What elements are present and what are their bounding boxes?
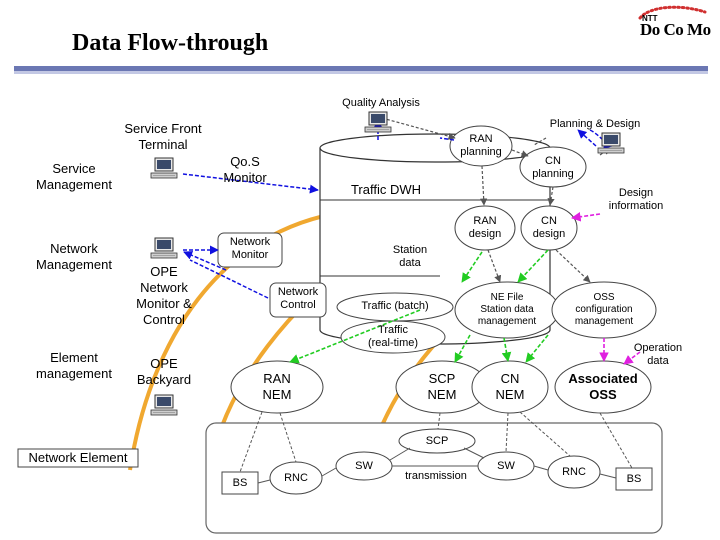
planning-design-label: Planning & Design <box>549 118 641 130</box>
bs-right-box[interactable] <box>615 467 653 491</box>
network-monitor-label: Network Monitor <box>229 236 271 261</box>
network-management-label: Network Management <box>36 241 112 272</box>
planning-computer-icon[interactable] <box>597 132 625 154</box>
ran-design-node[interactable] <box>454 205 516 251</box>
transmission-label: transmission <box>405 470 467 482</box>
traffic-realtime-label: Traffic (real-time) <box>367 324 419 349</box>
orange-flow-arc-outer <box>128 210 346 471</box>
traffic-dwh-label: Traffic DWH <box>350 182 422 197</box>
network-element-label-box <box>17 448 139 468</box>
title-underline <box>14 66 708 71</box>
ran-planning-label: RAN planning <box>460 133 502 158</box>
sw-right-label: SW <box>497 460 515 472</box>
quality-analysis-computer-icon[interactable] <box>364 111 392 133</box>
network-element-area <box>205 422 663 534</box>
ran-nem-node[interactable] <box>230 360 324 414</box>
traffic-batch-label: Traffic (batch) <box>361 300 429 312</box>
ran-design-label: RAN design <box>468 215 502 240</box>
ne-file-label: NE File Station data management <box>477 292 537 327</box>
network-monitor-computer-icon[interactable] <box>150 237 178 259</box>
service-front-terminal-label: Service Front Terminal <box>124 121 202 152</box>
element-management-label: Element management <box>36 350 112 381</box>
rnc-right-label: RNC <box>562 466 586 478</box>
traffic-realtime-ellipse <box>340 320 446 354</box>
associated-oss-label: Associated OSS <box>568 371 638 402</box>
page-title: Data Flow-through <box>72 30 269 56</box>
ope-backyard-label: OPE Backyard <box>136 356 192 387</box>
backyard-computer-icon[interactable] <box>150 394 178 416</box>
logo-ntt: NTT <box>642 14 658 23</box>
logo-dots-icon <box>638 5 707 20</box>
oss-config-label: OSS configuration management <box>574 292 634 327</box>
scp-nem-label: SCP NEM <box>427 371 457 402</box>
ran-nem-label: RAN NEM <box>262 371 292 402</box>
station-data-label: Station data <box>392 244 428 269</box>
network-control-box[interactable] <box>269 282 327 318</box>
bs-right-label: BS <box>626 473 642 485</box>
sw-left-label: SW <box>355 460 373 472</box>
scp-element[interactable] <box>398 428 476 454</box>
rnc-right-element[interactable] <box>547 455 601 489</box>
ope-network-monitor-label: OPE Network Monitor & Control <box>136 264 192 327</box>
service-management-label: Service Management <box>36 161 112 192</box>
cn-design-label: CN design <box>532 215 566 240</box>
service-terminal-computer-icon[interactable] <box>150 157 178 179</box>
qos-monitor-label: Qo.S Monitor <box>223 154 267 185</box>
cn-design-node[interactable] <box>520 205 578 251</box>
ran-planning-node[interactable] <box>449 125 513 167</box>
scp-label: SCP <box>425 435 449 447</box>
network-control-label: Network Control <box>277 286 319 311</box>
logo-docomo: Do Co Mo <box>640 20 711 39</box>
design-information-label: Design information <box>608 187 664 212</box>
bs-left-label: BS <box>232 477 248 489</box>
operation-data-label: Operation data <box>633 342 683 367</box>
rnc-left-label: RNC <box>284 472 308 484</box>
network-element-label: Network Element <box>28 450 128 465</box>
quality-analysis-label: Quality Analysis <box>342 97 420 109</box>
cn-nem-label: CN NEM <box>495 371 525 402</box>
cn-planning-label: CN planning <box>532 155 574 180</box>
